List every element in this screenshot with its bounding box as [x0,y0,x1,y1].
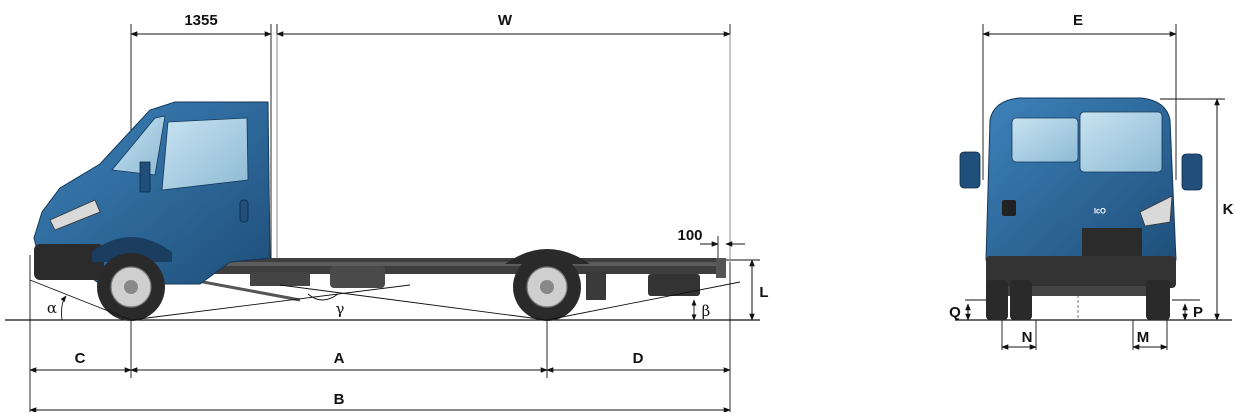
dimension-lines [29,31,755,413]
front-bumper-front [986,256,1176,288]
label-k: K [1223,201,1234,218]
mirror-right [1181,153,1203,191]
label-alpha: α [47,299,57,317]
ramp-angle-arc [307,293,339,301]
front-view: ᴵᶜᴼ E K Q P N M [949,12,1234,350]
rear-wheel [513,253,581,321]
axle [1000,286,1170,296]
label-w: W [498,12,513,29]
label-b: B [334,391,345,408]
headlight [49,199,101,231]
side-window [161,117,249,191]
label-c: C [75,350,86,367]
label-beta: β [702,302,711,320]
front-bumper [34,244,104,280]
label-n: N [1022,329,1033,346]
grille [1082,228,1142,258]
rear-window-front [1011,117,1079,163]
label-d: D [633,350,644,367]
label-q: Q [949,304,961,321]
angle-lines [29,279,741,321]
truck-front: ᴵᶜᴼ [959,97,1203,320]
left-tyre-inner [1010,280,1032,320]
headlight-front [1139,195,1173,227]
label-p: P [1193,304,1203,321]
side-labels: 1355 W 100 C A D B L α γ β [47,12,769,408]
front-dimension-lines [965,31,1220,350]
label-a: A [334,350,345,367]
label-1355: 1355 [184,12,217,29]
right-tyre [1146,280,1170,320]
label-e: E [1073,12,1083,29]
front-wheel [97,253,165,321]
truck-cab [33,101,590,285]
body-outline [276,33,731,263]
front-labels: E K Q P N M [949,12,1233,346]
label-l: L [759,284,768,301]
label-gamma: γ [336,300,345,318]
windshield-front [1079,111,1163,173]
brand-logo: ᴵᶜᴼ [1094,207,1106,219]
left-tyre [986,280,1008,320]
mirror-side [139,161,151,193]
door-handle [239,199,249,223]
side-view: 1355 W 100 C A D B L α γ β [5,12,769,413]
approach-angle-arc [60,295,67,321]
mirror-left [959,151,981,189]
label-100: 100 [677,227,702,244]
label-m: M [1137,329,1150,346]
tail-lamp [1002,200,1016,216]
